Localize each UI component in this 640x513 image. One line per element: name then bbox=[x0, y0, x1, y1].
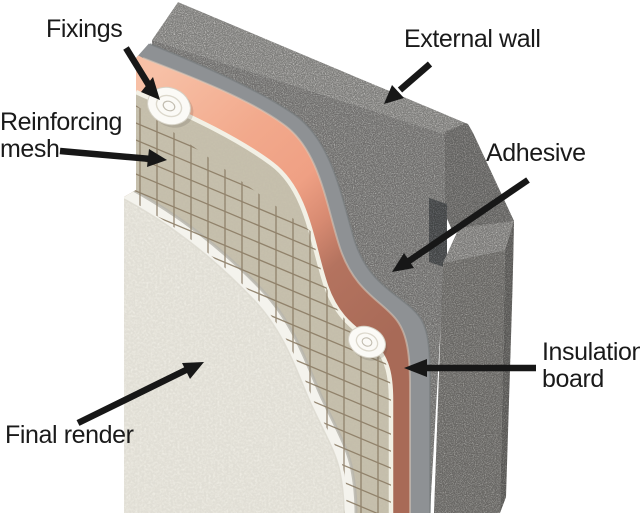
label-final-render: Final render bbox=[5, 421, 134, 449]
arrow-head bbox=[182, 362, 204, 379]
arrow-shaft bbox=[59, 147, 152, 163]
label-reinforcing-mesh: Reinforcing mesh bbox=[0, 109, 122, 163]
callout-arrows bbox=[59, 46, 536, 426]
arrow-shaft bbox=[404, 177, 530, 266]
fixing-center bbox=[162, 100, 176, 112]
adhesive-edge-line bbox=[149, 43, 431, 513]
reinforcing-mesh-arrow bbox=[59, 147, 167, 167]
arrow-head bbox=[384, 85, 404, 104]
render-face-surface bbox=[124, 185, 344, 513]
arrow-shaft bbox=[397, 61, 433, 93]
arrow-head bbox=[147, 149, 167, 167]
arrow-shaft bbox=[123, 46, 153, 89]
label-line: Reinforcing bbox=[0, 108, 123, 136]
insulation-board-arrow bbox=[404, 359, 536, 377]
arrow-head bbox=[404, 359, 427, 377]
render-face-top-line bbox=[124, 198, 345, 513]
label-insulation-board: Insulation board bbox=[542, 339, 640, 393]
final-render-layer bbox=[124, 185, 345, 513]
label-fixings: Fixings bbox=[46, 15, 123, 43]
fixing-center bbox=[361, 337, 373, 347]
fixing-ring bbox=[155, 94, 183, 118]
label-external-wall: External wall bbox=[404, 25, 541, 53]
concrete-step-crevice bbox=[429, 198, 447, 268]
concrete-column-top-face bbox=[443, 221, 514, 263]
insulation-edge-line bbox=[142, 57, 411, 513]
concrete-column-front-face bbox=[434, 250, 505, 513]
fixing-ring bbox=[355, 332, 379, 352]
fixing-cap bbox=[348, 325, 386, 359]
label-line: board bbox=[542, 365, 604, 393]
label-adhesive: Adhesive bbox=[486, 139, 586, 167]
arrow-head bbox=[141, 77, 160, 100]
fixing-disc-bottom bbox=[348, 325, 388, 361]
fixings-arrow bbox=[123, 46, 160, 100]
adhesive-arrow bbox=[392, 177, 530, 272]
label-line: Insulation bbox=[542, 338, 640, 366]
final-render-arrow bbox=[76, 362, 204, 426]
arrow-head bbox=[392, 253, 414, 272]
label-line: mesh bbox=[0, 135, 60, 163]
external-wall-arrow bbox=[384, 61, 433, 104]
arrow-shaft bbox=[76, 366, 190, 426]
